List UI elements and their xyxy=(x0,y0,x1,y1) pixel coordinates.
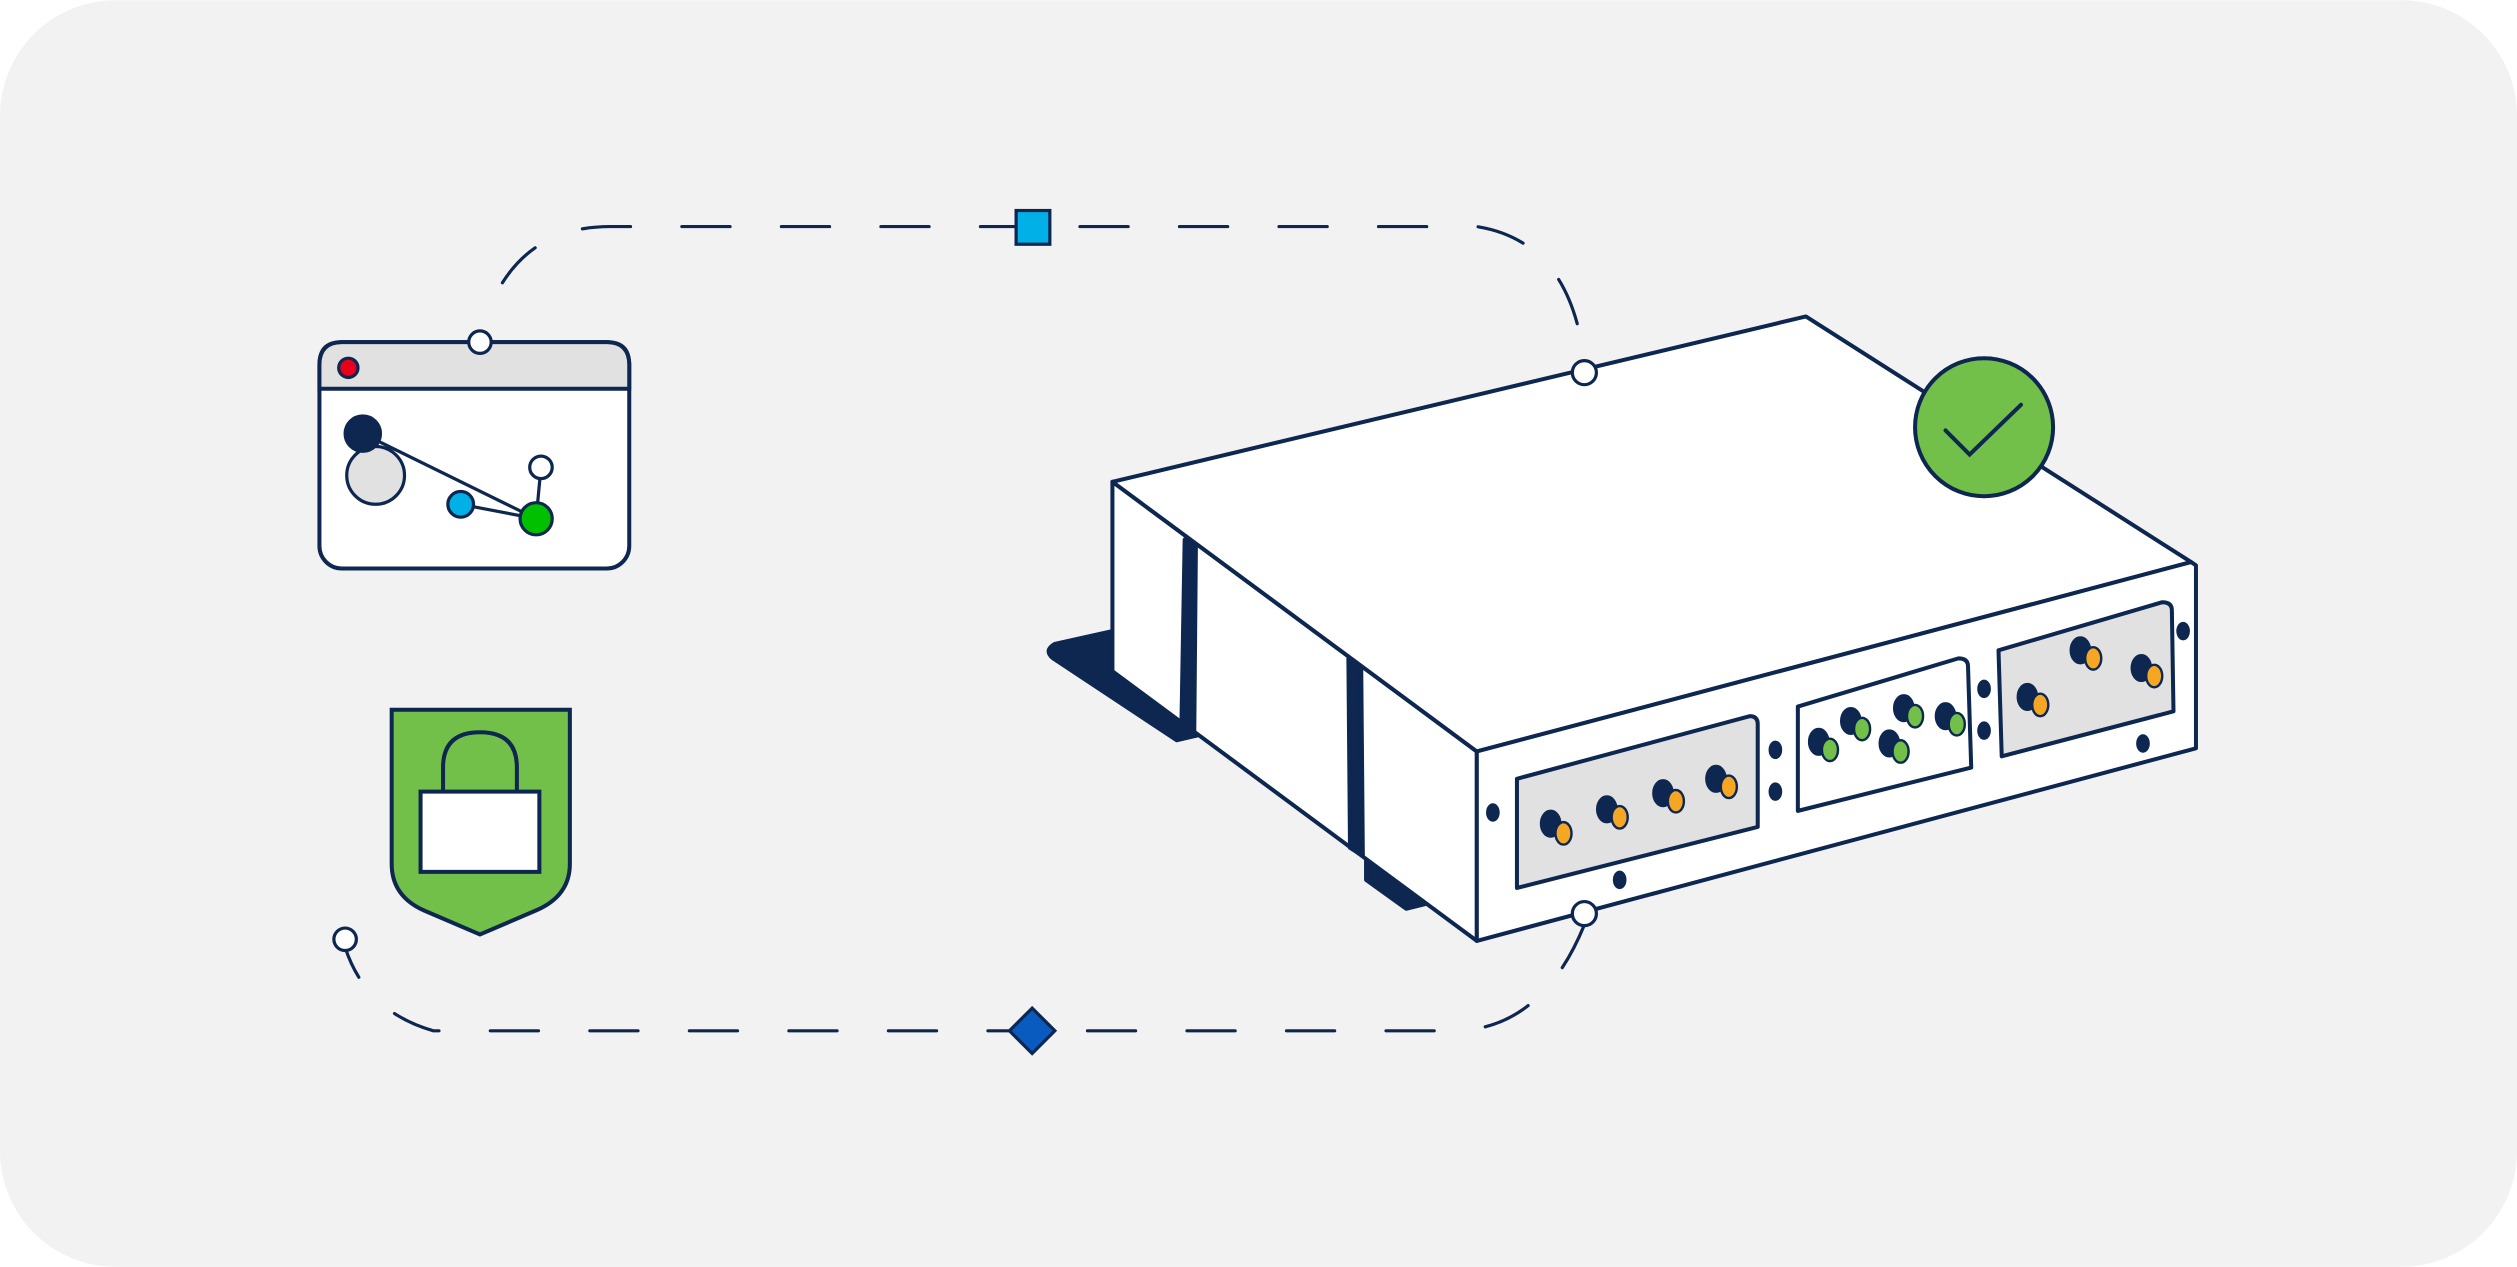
connection-node xyxy=(332,926,358,953)
device-ports xyxy=(1486,621,2190,890)
port-panel-3 xyxy=(1996,600,2176,759)
data-packet-square-icon xyxy=(1014,208,1052,246)
data-packet-diamond-icon xyxy=(1007,1005,1058,1056)
connection-nodes xyxy=(332,329,1599,953)
verified-check-badge xyxy=(1913,356,2056,499)
browser-window-icon xyxy=(317,340,632,571)
port-panel-1 xyxy=(1514,714,1760,890)
connection-node xyxy=(467,329,493,355)
connection-node xyxy=(1570,899,1599,928)
dashed-connection-path xyxy=(343,224,1586,1033)
security-shield-lock-icon xyxy=(389,707,572,937)
window-close-dot-icon xyxy=(337,356,360,380)
connection-node xyxy=(1570,359,1599,387)
network-graph-icon xyxy=(343,414,554,537)
checkmark-icon xyxy=(1943,402,2023,458)
device-shadow xyxy=(1046,629,1200,743)
